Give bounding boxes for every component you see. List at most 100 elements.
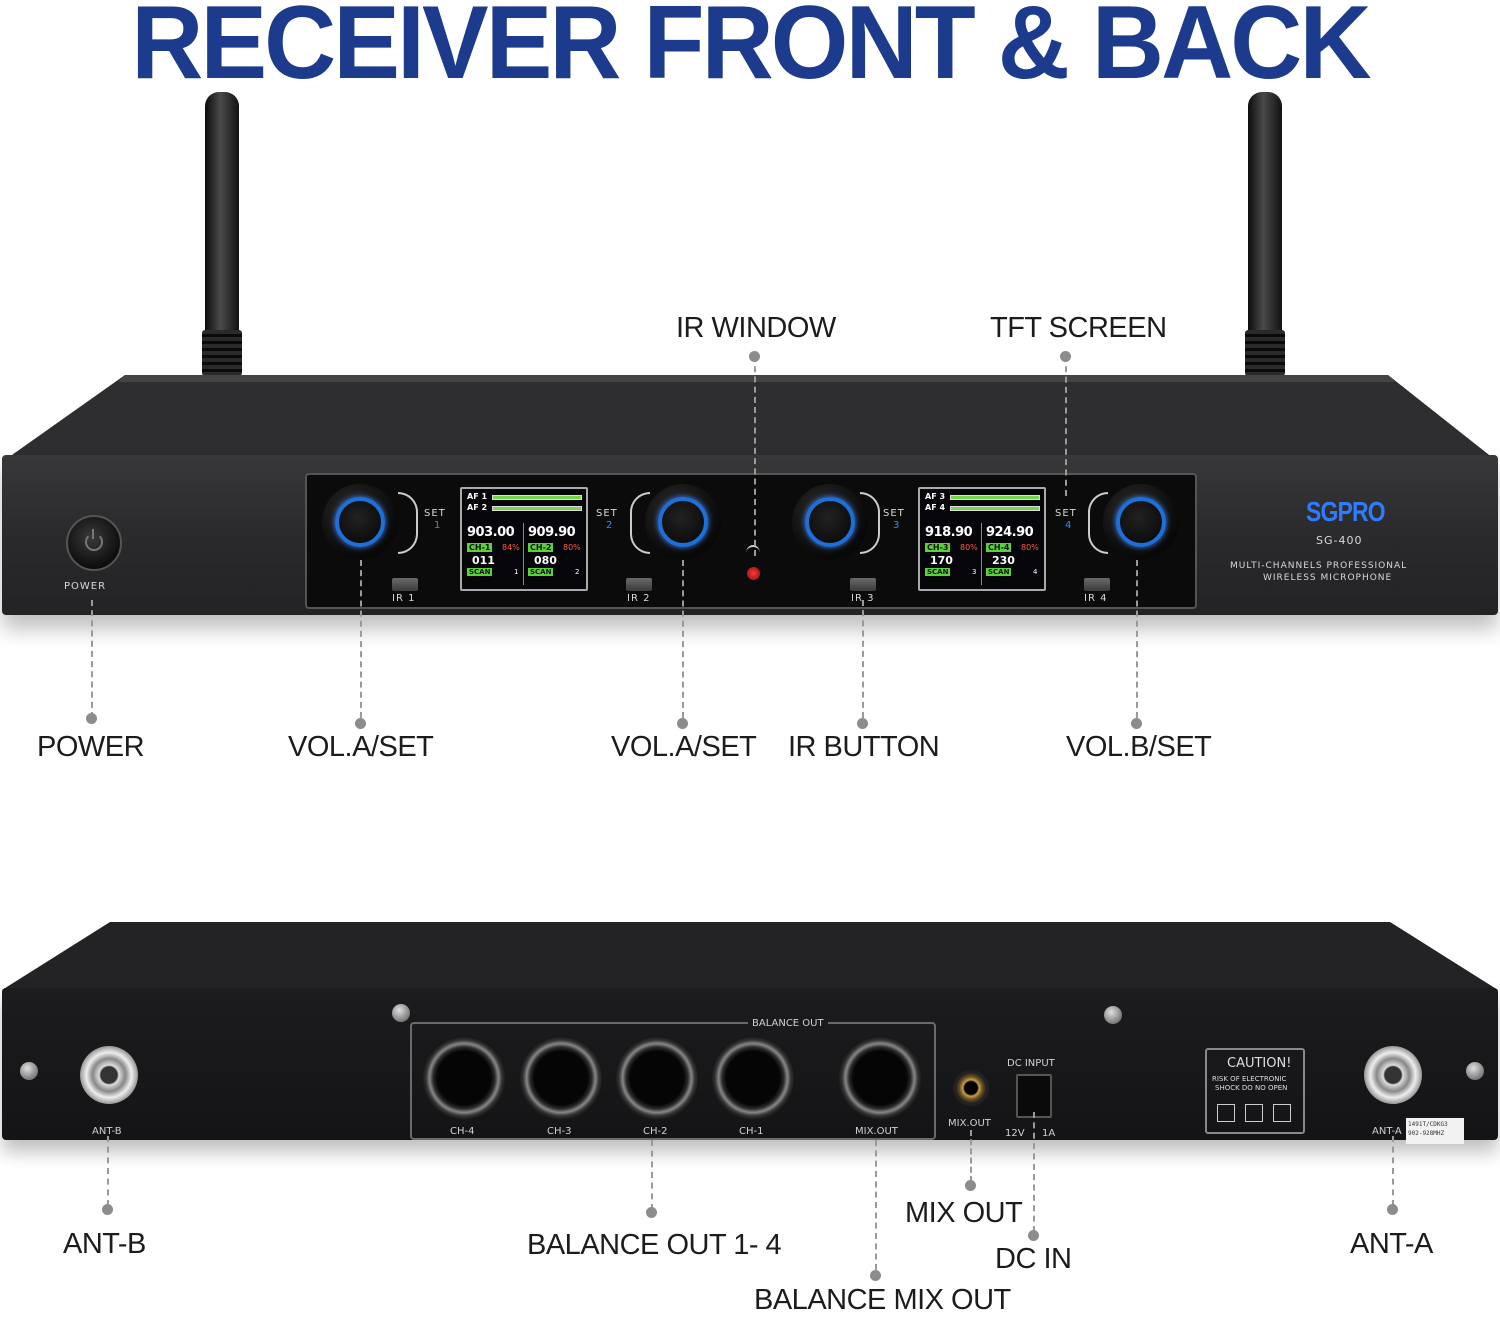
callout-dot: [870, 1270, 881, 1281]
callout-balance-mix-out: BALANCE MIX OUT: [754, 1284, 1011, 1316]
tft-screen-1: AF 1 AF 2 903.00 909.90 CH-1 84% CH-2 80…: [460, 487, 588, 591]
callout-leader: [1136, 560, 1138, 718]
callout-ir-button: IR BUTTON: [788, 731, 940, 763]
callout-dot: [102, 1204, 113, 1215]
dc-rating-a: 1A: [1042, 1128, 1056, 1139]
set-label-3: SET: [883, 508, 905, 519]
callout-leader: [862, 600, 864, 718]
xlr-ch-4[interactable]: [422, 1036, 506, 1120]
set-num-2: 2: [606, 520, 614, 531]
balance-out-panel: [410, 1022, 936, 1140]
callout-dot: [857, 718, 868, 729]
callout-dot: [965, 1180, 976, 1191]
ch-2-label: CH-2: [643, 1126, 668, 1137]
ir-button-4[interactable]: [1084, 578, 1110, 591]
ir-label-4: IR 4: [1084, 593, 1108, 604]
ir-button-2[interactable]: [626, 578, 652, 591]
shock-icon: [1273, 1104, 1291, 1122]
callout-leader: [1033, 1112, 1035, 1232]
mix-out-jack-label: MIX.OUT: [948, 1118, 991, 1129]
callout-dot: [1060, 351, 1071, 362]
back-receiver: ANT-B BALANCE OUT CH-4 CH-3 CH-2 CH-1 MI…: [0, 900, 1500, 1160]
vol-a-set-knob-1[interactable]: [322, 484, 398, 560]
callout-power: POWER: [37, 731, 145, 763]
ir-button-3[interactable]: [850, 578, 876, 591]
set-num-3: 3: [893, 520, 901, 531]
callout-ant-a: ANT-A: [1350, 1228, 1433, 1260]
power-icon: [85, 533, 103, 551]
sticker-line-1: 1491T/CDKG3: [1408, 1121, 1448, 1128]
callout-leader: [651, 1140, 653, 1210]
mix-out-xlr-label: MIX.OUT: [855, 1126, 898, 1137]
vol-a-set-knob-2[interactable]: [645, 484, 721, 560]
callout-vol-b-set: VOL.B/SET: [1066, 731, 1212, 763]
control-panel: [305, 473, 1197, 609]
callout-dot: [355, 718, 366, 729]
tft-screen-2: AF 3 AF 4 918.90 924.90 CH-3 80% CH-4 80…: [918, 487, 1046, 591]
mix-out-jack[interactable]: [953, 1070, 989, 1106]
set-num-4: 4: [1065, 520, 1073, 531]
callout-leader: [875, 1140, 877, 1270]
callout-vol-a-set-1: VOL.A/SET: [288, 731, 434, 763]
callout-dot: [1028, 1230, 1039, 1241]
caution-text-2: SHOCK DO NO OPEN: [1215, 1084, 1288, 1092]
callout-vol-a-set-2: VOL.A/SET: [611, 731, 757, 763]
callout-ant-b: ANT-B: [63, 1228, 146, 1260]
caution-label: CAUTION! RISK OF ELECTRONIC SHOCK DO NO …: [1205, 1048, 1305, 1134]
screw: [20, 1062, 38, 1080]
callout-ir-window: IR WINDOW: [676, 312, 836, 344]
callout-dot: [749, 351, 760, 362]
brand-logo: SGPRO: [1306, 496, 1386, 527]
screw: [1104, 1006, 1122, 1024]
xlr-mix-out[interactable]: [838, 1036, 922, 1120]
vol-b-set-knob-4[interactable]: [1103, 484, 1179, 560]
callout-tft-screen: TFT SCREEN: [990, 312, 1167, 344]
ant-b-label: ANT-B: [92, 1126, 122, 1137]
dc-input-label: DC INPUT: [1007, 1058, 1055, 1069]
xlr-ch-1[interactable]: [711, 1036, 795, 1120]
callout-leader: [1065, 356, 1067, 496]
ir-label-2: IR 2: [627, 593, 651, 604]
xlr-ch-3[interactable]: [519, 1036, 603, 1120]
vol-b-set-knob-3[interactable]: [792, 484, 868, 560]
callout-dot: [86, 713, 97, 724]
callout-leader: [754, 356, 756, 556]
ir-signal-icon: [746, 545, 760, 561]
tools-icon: [1217, 1104, 1235, 1122]
callout-leader: [970, 1130, 972, 1182]
ir-button-1[interactable]: [392, 578, 418, 591]
callout-leader: [107, 1136, 109, 1206]
dc-rating-v: 12V: [1005, 1128, 1025, 1139]
ant-a-connector[interactable]: [1364, 1046, 1422, 1104]
front-chassis-top: [2, 375, 1498, 462]
antenna-left: [205, 92, 239, 342]
set-label-1: SET: [424, 508, 446, 519]
frequency-sticker: 1491T/CDKG3 902-928MHZ: [1406, 1118, 1464, 1144]
no-open-icon: [1245, 1104, 1263, 1122]
ch-3-label: CH-3: [547, 1126, 572, 1137]
antenna-left-base: [202, 330, 242, 376]
callout-leader: [1392, 1136, 1394, 1206]
xlr-ch-2[interactable]: [615, 1036, 699, 1120]
antenna-right: [1248, 92, 1282, 342]
model-label: SG-400: [1316, 534, 1363, 547]
power-button[interactable]: [66, 515, 122, 571]
caution-text-1: RISK OF ELECTRONIC: [1212, 1075, 1287, 1083]
ir-label-3: IR 3: [851, 593, 875, 604]
antenna-right-base: [1245, 330, 1285, 376]
screw: [1466, 1062, 1484, 1080]
callout-leader: [682, 560, 684, 718]
callout-leader: [91, 600, 93, 718]
ir-label-1: IR 1: [392, 593, 416, 604]
set-label-2: SET: [596, 508, 618, 519]
sticker-line-2: 902-928MHZ: [1408, 1130, 1445, 1137]
balance-out-label: BALANCE OUT: [748, 1018, 828, 1029]
ir-window-led: [747, 567, 760, 580]
callout-leader: [360, 560, 362, 718]
ch-4-label: CH-4: [450, 1126, 475, 1137]
page-title: RECEIVER FRONT & BACK: [131, 0, 1371, 101]
callout-dc-in: DC IN: [995, 1243, 1072, 1275]
back-chassis-top: [2, 922, 1498, 990]
ant-b-connector[interactable]: [80, 1046, 138, 1104]
set-num-1: 1: [434, 520, 442, 531]
